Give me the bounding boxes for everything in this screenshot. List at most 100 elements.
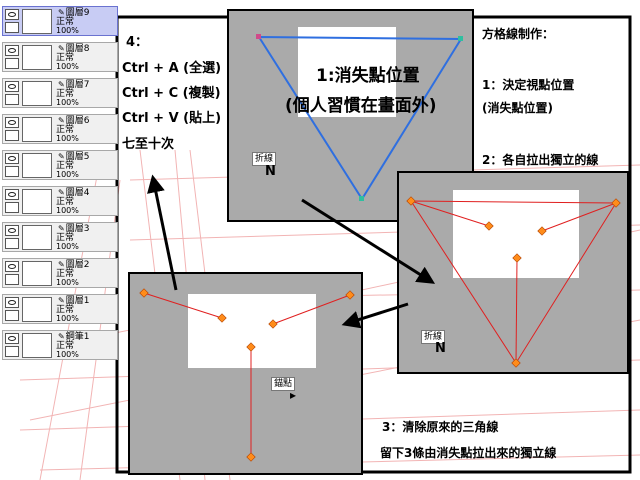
layer-blend-mode: 正常 <box>56 269 75 279</box>
polyline-tool-tooltip: 折線 <box>252 152 277 166</box>
layer-thumbnail <box>22 45 52 70</box>
layer-name: 圖層4 <box>58 188 90 198</box>
layer-lock-icon[interactable] <box>5 346 19 357</box>
layer-thumbnail <box>22 117 52 142</box>
step1-line2: (消失點位置) <box>482 101 553 115</box>
layer-name: 鋼筆1 <box>58 332 90 342</box>
cursor-icon: N <box>435 341 446 356</box>
vanishing-point-subtitle: (個人習慣在畫面外) <box>285 96 437 116</box>
layer-opacity: 100% <box>56 314 79 323</box>
visibility-eye-icon[interactable] <box>5 333 19 344</box>
layer-thumbnail <box>22 9 52 34</box>
layer-lock-icon[interactable] <box>5 130 19 141</box>
layer-thumbnail <box>22 225 52 250</box>
layer-lock-icon[interactable] <box>5 202 19 213</box>
independent-lines-diagram <box>139 288 355 462</box>
blue-triangle-diagram <box>256 34 463 201</box>
layer-opacity: 100% <box>56 134 79 143</box>
cursor-icon: N <box>265 164 276 179</box>
layer-name: 圖層2 <box>58 260 90 270</box>
layer-blend-mode: 正常 <box>56 89 75 99</box>
method-heading: 方格線制作： <box>482 27 555 41</box>
step4-line-select-all: Ctrl + A (全選) <box>122 61 222 76</box>
layer-name: 圖層5 <box>58 152 90 162</box>
visibility-eye-icon[interactable] <box>5 225 19 236</box>
step4-title: 4： <box>126 35 149 50</box>
vertex-handle <box>359 196 364 201</box>
layer-opacity: 100% <box>56 278 79 287</box>
layer-lock-icon[interactable] <box>5 22 19 33</box>
layer-name: 圖層3 <box>58 224 90 234</box>
layer-blend-mode: 正常 <box>56 17 75 27</box>
vanishing-point-title: 1:消失點位置 <box>316 66 420 86</box>
visibility-eye-icon[interactable] <box>5 297 19 308</box>
layer-opacity: 100% <box>56 62 79 71</box>
layer-opacity: 100% <box>56 350 79 359</box>
layer-lock-icon[interactable] <box>5 94 19 105</box>
vertex-handle <box>256 34 261 39</box>
layer-opacity: 100% <box>56 98 79 107</box>
step4-line-repeat: 七至十次 <box>122 137 175 152</box>
layer-lock-icon[interactable] <box>5 274 19 285</box>
layer-blend-mode: 正常 <box>56 53 75 63</box>
visibility-eye-icon[interactable] <box>5 261 19 272</box>
layer-opacity: 100% <box>56 242 79 251</box>
layer-thumbnail <box>22 261 52 286</box>
layer-blend-mode: 正常 <box>56 197 75 207</box>
canvas-white-area <box>188 294 316 368</box>
layer-panel: 圖層9正常100%圖層8正常100%圖層7正常100%圖層6正常100%圖層5正… <box>2 6 118 366</box>
canvas-white-area <box>298 27 396 117</box>
layer-opacity: 100% <box>56 206 79 215</box>
layer-name: 圖層7 <box>58 80 90 90</box>
step4-line-paste: Ctrl + V (貼上) <box>122 111 222 126</box>
layer-name: 圖層8 <box>58 44 90 54</box>
layer-thumbnail <box>22 297 52 322</box>
visibility-eye-icon[interactable] <box>5 9 19 20</box>
layer-name: 圖層6 <box>58 116 90 126</box>
vanishing-triangle <box>257 35 463 201</box>
panel-cleared-lines: 錨點 ▸ <box>128 272 363 475</box>
step3-line2: 留下3條由消失點拉出來的獨立線 <box>380 446 557 460</box>
panel-separate-lines: 折線 N <box>397 171 629 374</box>
layer-blend-mode: 正常 <box>56 233 75 243</box>
layer-name: 圖層1 <box>58 296 90 306</box>
layer-blend-mode: 正常 <box>56 161 75 171</box>
layer-lock-icon[interactable] <box>5 310 19 321</box>
visibility-eye-icon[interactable] <box>5 45 19 56</box>
layer-blend-mode: 正常 <box>56 125 75 135</box>
step4-line-copy: Ctrl + C (複製) <box>122 86 221 101</box>
step3-line1: 3：清除原來的三角線 <box>382 420 499 434</box>
layer-blend-mode: 正常 <box>56 341 75 351</box>
layer-opacity: 100% <box>56 26 79 35</box>
layer-thumbnail <box>22 81 52 106</box>
step2-text: 2：各自拉出獨立的線 <box>482 153 599 167</box>
layer-thumbnail <box>22 153 52 178</box>
layer-blend-mode: 正常 <box>56 305 75 315</box>
visibility-eye-icon[interactable] <box>5 189 19 200</box>
visibility-eye-icon[interactable] <box>5 153 19 164</box>
panel-vanishing-point: 1:消失點位置 (個人習慣在畫面外) 折線 N <box>227 9 474 222</box>
layer-lock-icon[interactable] <box>5 166 19 177</box>
visibility-eye-icon[interactable] <box>5 117 19 128</box>
red-lines-diagram <box>406 196 621 368</box>
layer-thumbnail <box>22 189 52 214</box>
layer-lock-icon[interactable] <box>5 238 19 249</box>
vertex-handle <box>458 36 463 41</box>
visibility-eye-icon[interactable] <box>5 81 19 92</box>
layer-opacity: 100% <box>56 170 79 179</box>
layer-lock-icon[interactable] <box>5 58 19 69</box>
layer-thumbnail <box>22 333 52 358</box>
pointer-cursor-icon: ▸ <box>290 388 297 402</box>
step1-line1: 1：決定視點位置 <box>482 78 575 92</box>
layer-name: 圖層9 <box>58 8 90 18</box>
